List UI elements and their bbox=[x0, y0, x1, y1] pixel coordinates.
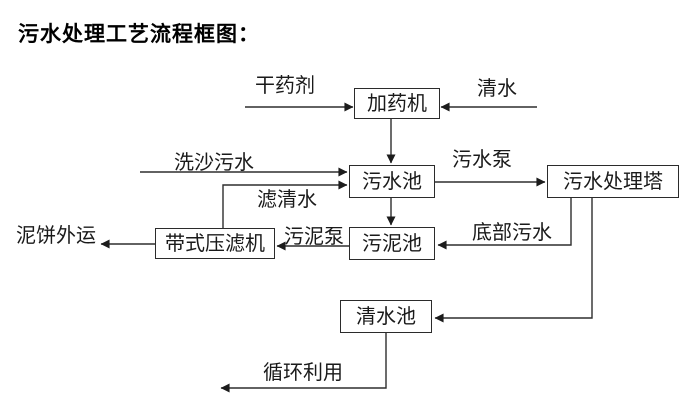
node-belt-filter-press-label: 带式压滤机 bbox=[165, 232, 265, 255]
edge-label-sewage-pump: 污水泵 bbox=[452, 149, 512, 171]
node-sludge-pool-label: 污泥池 bbox=[362, 232, 422, 255]
arrow-recycling-out bbox=[220, 333, 387, 393]
edge-label-filtered-water: 滤清水 bbox=[257, 189, 317, 211]
node-dosing-machine: 加药机 bbox=[354, 88, 440, 119]
arrow-tower-to-clean-water-pool bbox=[434, 198, 593, 323]
node-sewage-treatment-tower: 污水处理塔 bbox=[547, 165, 679, 198]
arrow-filtered-water-to-sewage-pool bbox=[222, 180, 348, 228]
node-dosing-machine-label: 加药机 bbox=[367, 92, 427, 115]
edge-label-recycling: 循环利用 bbox=[263, 362, 343, 384]
node-belt-filter-press: 带式压滤机 bbox=[155, 228, 275, 259]
node-clean-water-pool: 清水池 bbox=[340, 300, 432, 333]
edge-label-bottom-sewage: 底部污水 bbox=[472, 222, 552, 244]
edge-label-clean-water: 清水 bbox=[477, 78, 517, 100]
node-sludge-pool: 污泥池 bbox=[349, 227, 435, 260]
node-sewage-treatment-tower-label: 污水处理塔 bbox=[563, 170, 663, 193]
node-sewage-pool-label: 污水池 bbox=[362, 170, 422, 193]
diagram-title: 污水处理工艺流程框图： bbox=[18, 23, 260, 46]
edge-label-sand-washing-sewage: 洗沙污水 bbox=[174, 152, 254, 174]
edge-label-sludge-pump: 污泥泵 bbox=[284, 226, 344, 248]
node-sewage-pool: 污水池 bbox=[349, 165, 435, 198]
edge-label-mud-cake-out: 泥饼外运 bbox=[16, 225, 96, 247]
arrow-bottom-sewage-to-sludge-pool bbox=[437, 198, 572, 250]
node-clean-water-pool-label: 清水池 bbox=[356, 305, 416, 328]
edge-label-dry-agent: 干药剂 bbox=[255, 75, 315, 97]
